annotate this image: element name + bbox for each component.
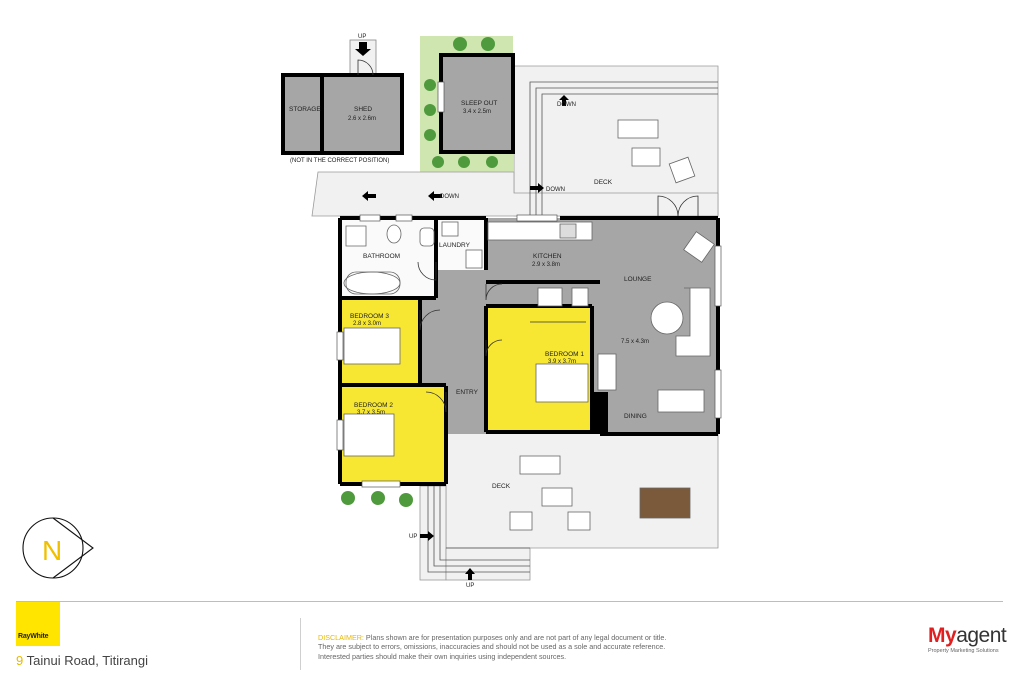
- kitchen-label: KITCHEN: [533, 253, 562, 260]
- address-number: 9: [16, 653, 24, 668]
- deck-stair-lines: [427, 81, 718, 573]
- fireplace: [592, 392, 608, 434]
- up-bottom-label: UP: [466, 583, 474, 589]
- north-label: N: [42, 535, 62, 566]
- sleepout-label: SLEEP OUT: [461, 100, 497, 107]
- room-labels: UP STORAGE SHED 2.6 x 2.6m (NOT IN THE C…: [42, 34, 652, 589]
- bedroom3-label: BEDROOM 3: [350, 313, 389, 320]
- disclaimer-heading: DISCLAIMER:: [318, 633, 364, 642]
- myagent-tagline: Property Marketing Solutions: [928, 648, 999, 654]
- disclaimer-line-2: They are subject to errors, omissions, i…: [318, 642, 666, 652]
- disclaimer-line-1: Plans shown are for presentation purpose…: [363, 633, 667, 642]
- trees: [341, 37, 498, 507]
- deck-bottom-label: DECK: [492, 483, 511, 490]
- arrows: [355, 42, 569, 580]
- property-address: 9 Tainui Road, Titirangi: [16, 653, 148, 668]
- dining-label: DINING: [624, 413, 647, 420]
- furniture: [343, 119, 715, 531]
- bedroom3-size: 2.8 x 3.0m: [353, 321, 381, 327]
- decks: [311, 65, 719, 581]
- up-shed-label: UP: [358, 34, 366, 40]
- down-walk: DOWN: [440, 194, 459, 200]
- footer-divider: [16, 601, 1003, 602]
- laundry-label: LAUNDRY: [439, 242, 471, 249]
- windows: [336, 81, 722, 488]
- kitchen-size: 2.9 x 3.8m: [532, 262, 560, 268]
- up-left-label: UP: [409, 534, 417, 540]
- down-mid: DOWN: [546, 187, 565, 193]
- bedroom1-label: BEDROOM 1: [545, 351, 584, 358]
- down-deck-top: DOWN: [557, 102, 576, 108]
- address-street: Tainui Road, Titirangi: [23, 653, 149, 668]
- raywhite-logo: [16, 602, 60, 646]
- myagent-logo-my: My: [928, 624, 957, 647]
- sleepout-floor: [441, 55, 513, 152]
- disclaimer: DISCLAIMER: Plans shown are for presenta…: [318, 633, 788, 661]
- entry-label: ENTRY: [456, 389, 479, 396]
- shed-size: 2.6 x 2.6m: [348, 116, 376, 122]
- myagent-logo-agent: agent: [956, 624, 1007, 647]
- north-compass: [22, 517, 94, 579]
- bathroom-label: BATHROOM: [363, 253, 400, 260]
- disclaimer-line-3: Interested parties should make their own…: [318, 651, 567, 661]
- doors: [357, 59, 699, 413]
- bedroom1-size: 3.9 x 3.7m: [548, 359, 576, 365]
- lounge-label: LOUNGE: [624, 276, 652, 283]
- deck-top-label: DECK: [594, 179, 613, 186]
- disclaimer-rule: [300, 618, 301, 670]
- storage-label: STORAGE: [289, 106, 321, 113]
- shed-floor: [283, 75, 402, 153]
- shed-note: (NOT IN THE CORRECT POSITION): [290, 158, 389, 164]
- bedroom2-label: BEDROOM 2: [354, 402, 393, 409]
- myagent-logo: Myagent: [928, 624, 1007, 648]
- bedroom2-size: 3.7 x 3.5m: [357, 410, 385, 416]
- lounge-size: 7.5 x 4.3m: [621, 339, 649, 345]
- raywhite-logo-text: RayWhite: [18, 633, 49, 640]
- sleepout-size: 3.4 x 2.5m: [463, 109, 491, 115]
- shed-label: SHED: [354, 106, 372, 113]
